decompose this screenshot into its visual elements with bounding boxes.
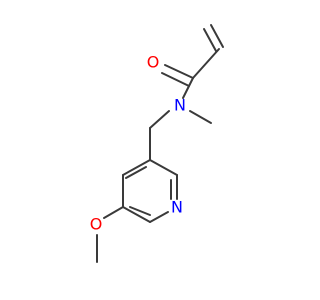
ether-oxygen-label: O [90, 215, 103, 234]
bond-vinyl-double-a [203, 28, 217, 52]
amide-nitrogen-label: N [174, 96, 186, 115]
bond-ring-c5-c6 [122, 206, 151, 223]
bond-vinyl-double-b [210, 24, 224, 48]
bond-carbonyl-double-a [164, 64, 194, 79]
bond-vinyl-carbonyl [192, 48, 220, 79]
bond-ring-c2-c3 [149, 159, 178, 176]
bond-nitrogen-methylene [149, 110, 170, 129]
bond-ring-c6-n [149, 211, 169, 223]
bond-nitrogen-methyl [189, 110, 212, 124]
bond-ring-c3-c4 [122, 159, 151, 176]
pyridine-nitrogen-label: N [171, 198, 183, 217]
carbonyl-oxygen-label: O [147, 53, 160, 72]
bond-ring-c3-c4-inner [125, 166, 147, 179]
molecule-diagram: O N N O [89, 24, 224, 263]
bond-ring-ether-oxygen [103, 206, 124, 219]
bond-carbonyl-nitrogen [182, 77, 194, 99]
bond-carbonyl-double-b [161, 72, 190, 87]
bond-ring-c5-c6-inner [129, 206, 151, 216]
